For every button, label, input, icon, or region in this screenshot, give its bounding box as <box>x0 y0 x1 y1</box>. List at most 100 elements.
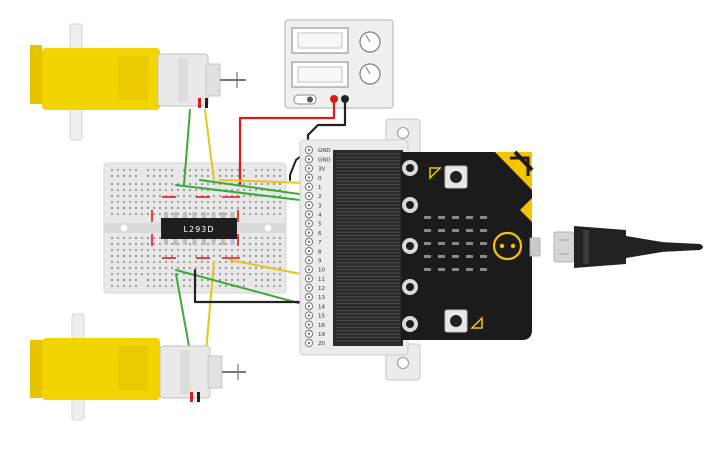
breadboard-hole <box>117 279 119 281</box>
led <box>452 242 459 245</box>
breadboard-hole <box>255 195 257 197</box>
breadboard-hole <box>243 255 245 257</box>
breadboard-hole <box>153 195 155 197</box>
breadboard-hole <box>135 255 137 257</box>
edge-pin[interactable]: GND <box>304 145 331 154</box>
breadboard-hole <box>123 237 125 239</box>
edge-pin[interactable]: 19 <box>304 329 325 338</box>
power-supply[interactable] <box>284 19 394 109</box>
breadboard-hole <box>219 249 221 251</box>
usb-plug-icon[interactable] <box>553 226 703 268</box>
breadboard-hole <box>201 175 203 177</box>
breadboard-hole <box>123 189 125 191</box>
breadboard-hole <box>153 189 155 191</box>
breadboard-hole <box>117 207 119 209</box>
button-b[interactable] <box>444 309 468 333</box>
edge-pin[interactable]: 7 <box>304 237 322 246</box>
breadboard-hole <box>273 285 275 287</box>
breadboard-hole <box>231 201 233 203</box>
breadboard-hole <box>231 169 233 171</box>
led <box>424 268 431 271</box>
breadboard-hole <box>153 279 155 281</box>
breadboard-hole <box>183 249 185 251</box>
breadboard-hole <box>135 207 137 209</box>
breadboard-hole <box>279 261 281 263</box>
breadboard-hole <box>219 243 221 245</box>
breadboard-hole <box>201 273 203 275</box>
breadboard-hole <box>201 183 203 185</box>
led <box>480 268 487 271</box>
breadboard-hole <box>171 175 173 177</box>
edge-pin[interactable]: 16 <box>304 320 325 329</box>
breadboard-hole <box>183 285 185 287</box>
microbit-board[interactable] <box>401 150 541 340</box>
breadboard-hole <box>117 273 119 275</box>
edge-pin[interactable]: 8 <box>304 246 322 255</box>
usb-port[interactable] <box>529 237 541 257</box>
button-a-marker-icon <box>429 167 442 180</box>
edge-pin[interactable]: 3 <box>304 201 322 210</box>
edge-pin[interactable]: 15 <box>304 311 325 320</box>
motor-top[interactable] <box>30 23 246 141</box>
edge-pin[interactable]: 3V <box>304 164 325 173</box>
breadboard-hole <box>171 189 173 191</box>
breadboard-hole <box>207 183 209 185</box>
positive-terminal[interactable] <box>330 95 338 103</box>
wire-green-top-2 <box>199 179 307 196</box>
breadboard-hole <box>207 169 209 171</box>
edge-pin[interactable]: 6 <box>304 228 322 237</box>
breadboard-hole <box>273 169 275 171</box>
breadboard-hole <box>171 207 173 209</box>
edge-pin[interactable]: 9 <box>304 256 322 265</box>
edge-pin[interactable]: 14 <box>304 302 325 311</box>
breadboard-hole <box>111 201 113 203</box>
breadboard-hole <box>243 189 245 191</box>
breadboard-hole <box>147 267 149 269</box>
breadboard-hole <box>171 169 173 171</box>
edge-pin[interactable]: 1 <box>304 182 322 191</box>
button-a[interactable] <box>444 165 468 189</box>
edge-pin[interactable]: 0 <box>304 173 322 182</box>
breadboard-hole <box>123 195 125 197</box>
breadboard-hole <box>177 183 179 185</box>
edge-pin[interactable]: 4 <box>304 210 322 219</box>
edge-pin[interactable]: GND <box>304 155 331 164</box>
l293d-chip[interactable]: L293D <box>161 212 237 245</box>
breadboard-hole <box>129 189 131 191</box>
breadboard-hole <box>189 175 191 177</box>
breadboard-hole <box>117 237 119 239</box>
edge-pin[interactable]: 2 <box>304 191 322 200</box>
breadboard-hole <box>225 175 227 177</box>
wire-yellow-top <box>219 179 307 184</box>
breadboard-hole <box>129 243 131 245</box>
breadboard-hole <box>261 183 263 185</box>
breadboard-hole <box>135 273 137 275</box>
breadboard-hole <box>195 195 197 197</box>
breadboard-hole <box>117 261 119 263</box>
breadboard-hole <box>267 243 269 245</box>
breadboard-hole <box>249 189 251 191</box>
edge-pin[interactable]: 5 <box>304 219 322 228</box>
edge-pin[interactable]: 13 <box>304 292 325 301</box>
edge-pin[interactable]: 20 <box>304 338 325 347</box>
touch-logo-icon[interactable] <box>492 231 523 261</box>
breadboard-hole <box>171 279 173 281</box>
edge-pin[interactable]: 10 <box>304 265 325 274</box>
breadboard-hole <box>243 169 245 171</box>
breadboard-hole <box>153 243 155 245</box>
breadboard-hole <box>147 243 149 245</box>
breadboard-hole <box>207 279 209 281</box>
breadboard-hole <box>219 267 221 269</box>
breadboard-hole <box>171 183 173 185</box>
motor-bottom[interactable] <box>30 313 246 421</box>
edge-pin-label: 5 <box>318 222 322 228</box>
led <box>424 255 431 258</box>
breadboard-hole <box>279 279 281 281</box>
breadboard-hole <box>207 255 209 257</box>
edge-pin[interactable]: 11 <box>304 274 325 283</box>
edge-pin[interactable]: 12 <box>304 283 325 292</box>
negative-terminal[interactable] <box>341 95 349 103</box>
breadboard-hole <box>225 249 227 251</box>
led <box>424 242 431 245</box>
